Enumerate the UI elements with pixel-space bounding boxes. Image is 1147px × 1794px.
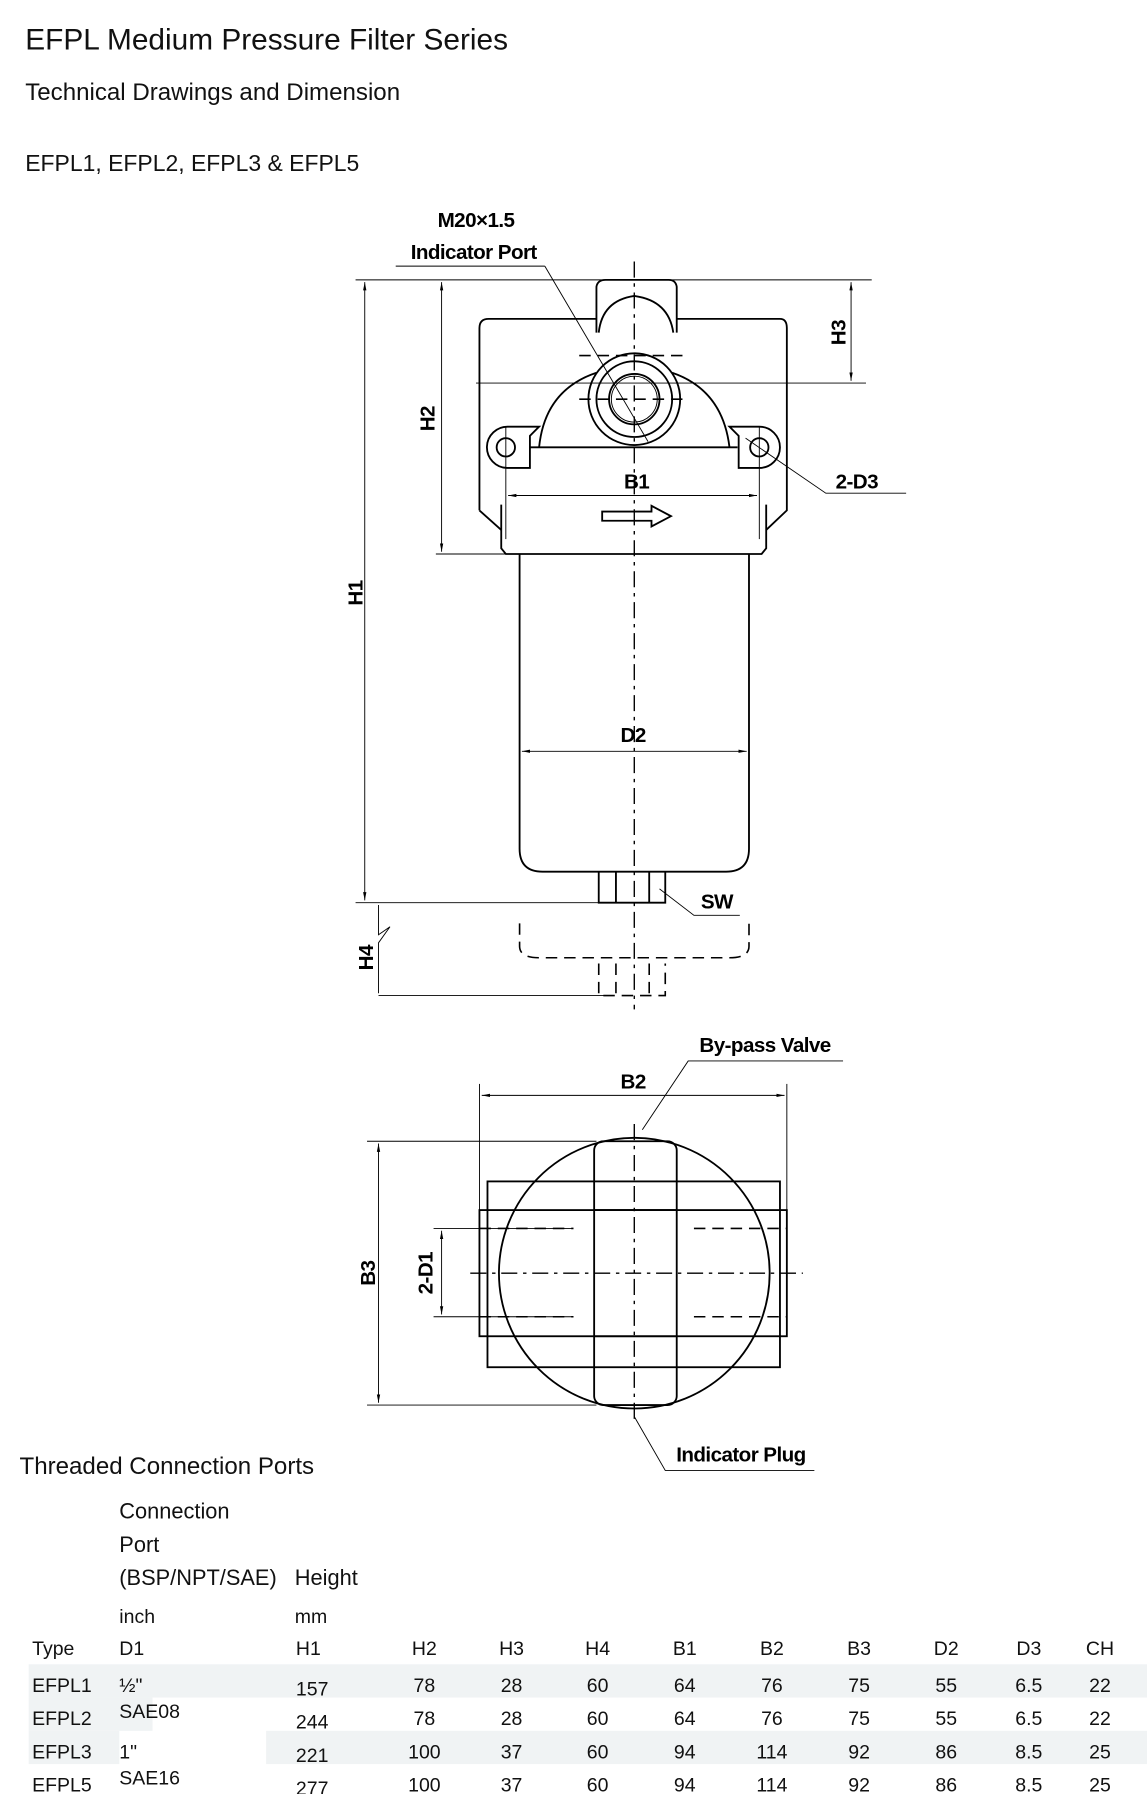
header-d1-line1: Connection: [119, 1500, 230, 1525]
d3-label: 2-D3: [836, 471, 879, 494]
table-cell: 28: [500, 1674, 523, 1697]
table-cell: 55: [935, 1674, 958, 1697]
header-d1-line3: (BSP/NPT/SAE): [119, 1566, 277, 1591]
table-cell: 8.5: [1015, 1774, 1043, 1794]
table-cell: 244: [295, 1711, 329, 1734]
table-cell: 114: [756, 1774, 788, 1794]
h4-label: H4: [355, 944, 378, 970]
table-cell: ½": [119, 1674, 143, 1697]
indicator-port-label: Indicator Port: [411, 241, 538, 264]
table-cell: 277: [295, 1777, 329, 1794]
unit-d1: inch: [119, 1605, 156, 1628]
table-cell: 86: [935, 1741, 958, 1763]
table-cell: 6.5: [1015, 1707, 1043, 1730]
table-cell: 1": [119, 1741, 138, 1763]
row-shading: [28, 1664, 1147, 1698]
models-heading: EFPL1, EFPL2, EFPL3 & EFPL5: [25, 151, 360, 177]
table-cell: 25: [1089, 1741, 1111, 1763]
table-cell: 37: [500, 1774, 523, 1794]
table-cell: 60: [586, 1674, 609, 1697]
row-type: EFPL3: [32, 1741, 92, 1763]
sw-label: SW: [701, 890, 734, 913]
d2-label: D2: [621, 724, 646, 747]
table-cell: 86: [935, 1774, 958, 1794]
table-cell: 60: [586, 1707, 609, 1730]
header-h1: Height: [294, 1566, 358, 1591]
thread-label: M20×1.5: [438, 209, 515, 232]
table-cell: 25: [1089, 1774, 1111, 1794]
column-header-b3: B3: [847, 1637, 872, 1660]
table-cell: 76: [761, 1707, 783, 1730]
row-shading: [266, 1730, 1147, 1765]
row-type: EFPL5: [32, 1774, 92, 1794]
table-cell: 60: [586, 1741, 609, 1763]
table-cell: 100: [408, 1774, 441, 1794]
column-header-h2: H2: [411, 1637, 437, 1660]
table-cell: 64: [673, 1674, 696, 1697]
h2-label: H2: [417, 406, 440, 431]
b2-label: B2: [621, 1071, 646, 1094]
column-header-b1: B1: [672, 1637, 697, 1660]
table-cell: 92: [848, 1741, 870, 1763]
d1-label: 2-D1: [414, 1252, 437, 1295]
column-header-ch: CH: [1085, 1637, 1115, 1660]
table-cell: SAE16: [119, 1767, 181, 1790]
header-d1-line2: Port: [119, 1533, 160, 1558]
bottom-view: B2 By-pass Valve B3 2-D1 Indicator Plug: [357, 1034, 844, 1471]
unit-h1: mm: [294, 1605, 328, 1628]
table-cell: 60: [586, 1774, 609, 1794]
column-header-d2: D2: [933, 1637, 959, 1660]
table-cell: 22: [1089, 1707, 1111, 1730]
table-cell: 92: [848, 1774, 870, 1794]
column-header-d1: D1: [119, 1637, 145, 1660]
column-header-h3: H3: [499, 1637, 525, 1660]
h3-label: H3: [827, 320, 850, 345]
table-cell: SAE08: [119, 1701, 181, 1723]
column-header-b2: B2: [759, 1637, 784, 1660]
table-cell: 78: [413, 1674, 436, 1697]
table-cell: 28: [500, 1707, 523, 1730]
page-title: EFPL Medium Pressure Filter Series: [25, 21, 509, 57]
table-cell: 94: [673, 1774, 696, 1794]
row-type: EFPL1: [32, 1674, 92, 1697]
table-cell: 37: [500, 1741, 523, 1763]
table-cell: 22: [1089, 1674, 1111, 1697]
row-shading: [28, 1730, 120, 1765]
page-subtitle: Technical Drawings and Dimension: [25, 79, 401, 106]
table-cell: 221: [295, 1744, 329, 1767]
b1-label: B1: [624, 471, 649, 494]
table-cell: 55: [935, 1707, 958, 1730]
bypass-valve-label: By-pass Valve: [699, 1034, 830, 1057]
row-type: EFPL2: [32, 1707, 92, 1730]
column-header-d3: D3: [1016, 1637, 1042, 1660]
table-cell: 75: [848, 1674, 870, 1697]
table-cell: 6.5: [1015, 1674, 1043, 1697]
table-cell: 94: [673, 1741, 696, 1763]
column-header-h4: H4: [585, 1637, 611, 1660]
column-header-h1: H1: [295, 1637, 321, 1660]
table-cell: 157: [295, 1678, 329, 1700]
technical-drawing: M20×1.5 Indicator Port H1 H2 H3 H4 B1 D2…: [344, 209, 907, 1471]
table-cell: 114: [756, 1741, 788, 1763]
table-cell: 100: [408, 1741, 441, 1763]
b3-label: B3: [357, 1260, 380, 1285]
table-cell: 78: [413, 1707, 436, 1730]
table-cell: 75: [848, 1707, 870, 1730]
table-cell: 64: [673, 1707, 696, 1730]
row-shading: [28, 1697, 153, 1731]
h1-label: H1: [344, 580, 367, 605]
ports-table-title: Threaded Connection Ports: [19, 1453, 315, 1480]
table-cell: 76: [761, 1674, 783, 1697]
side-view: M20×1.5 Indicator Port H1 H2 H3 H4 B1 D2…: [344, 209, 907, 1010]
indicator-plug-label: Indicator Plug: [676, 1443, 805, 1466]
column-header-type: Type: [32, 1637, 75, 1660]
table-cell: 8.5: [1015, 1741, 1043, 1763]
